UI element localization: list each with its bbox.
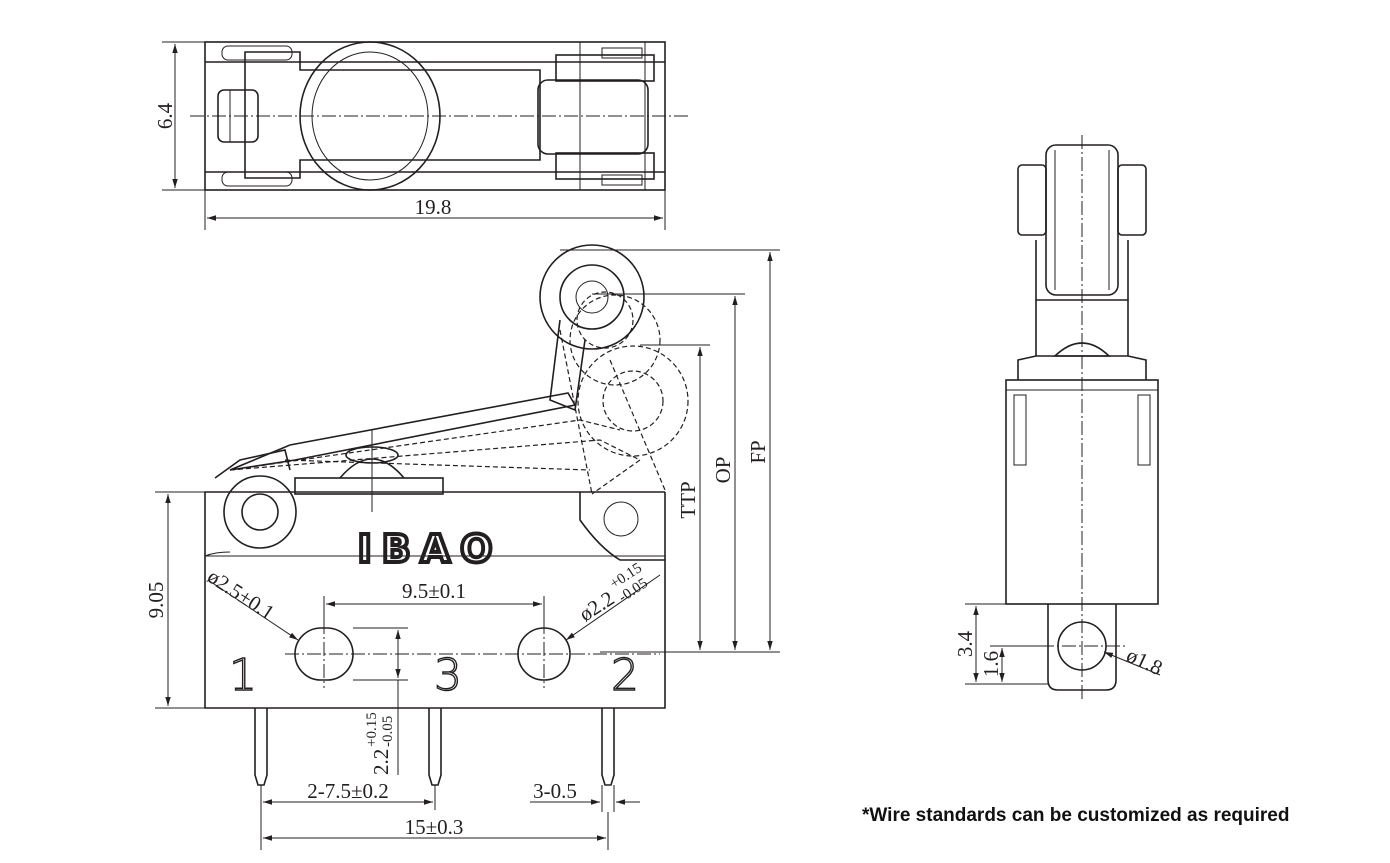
- front-view: IBAO 1 3 2 9.05 9.5±0.1 ø2.5±0.1 ø2.2 +0…: [144, 244, 780, 850]
- brand-logo: IBAO: [358, 527, 503, 571]
- hole-right-dim: ø2.2: [575, 586, 619, 626]
- op-label: OP: [711, 457, 735, 484]
- pitch-dim: 9.5±0.1: [402, 579, 466, 603]
- hole-left-dim: ø2.5±0.1: [203, 564, 279, 625]
- vertical-hole-tol-upper: +0.15: [364, 712, 380, 747]
- footnote: *Wire standards can be customized as req…: [862, 805, 1290, 826]
- side-height-dim-2: 1.6: [979, 651, 1003, 677]
- body-height-dim: 9.05: [144, 582, 168, 619]
- vertical-hole-tol-lower: -0.05: [380, 716, 396, 747]
- terminal-pitch-dim: 2-7.5±0.2: [307, 779, 389, 803]
- top-height-dim: 6.4: [153, 102, 177, 129]
- terminal-number-1: 1: [229, 650, 257, 701]
- terminal-number-2: 2: [611, 650, 639, 701]
- side-view: 3.4 1.6 ø1.8: [953, 135, 1166, 700]
- ttp-label: TTP: [676, 481, 700, 518]
- overall-terminal-span-dim: 15±0.3: [405, 815, 464, 839]
- side-height-dim-1: 3.4: [953, 630, 977, 657]
- fp-label: FP: [746, 440, 770, 463]
- top-view: 6.4 19.8: [153, 41, 690, 230]
- vertical-hole-dim: 2.2: [369, 749, 393, 775]
- terminal-number-3: 3: [434, 650, 462, 701]
- terminal-width-dim: 3-0.5: [533, 779, 577, 803]
- top-width-dim: 19.8: [415, 195, 452, 219]
